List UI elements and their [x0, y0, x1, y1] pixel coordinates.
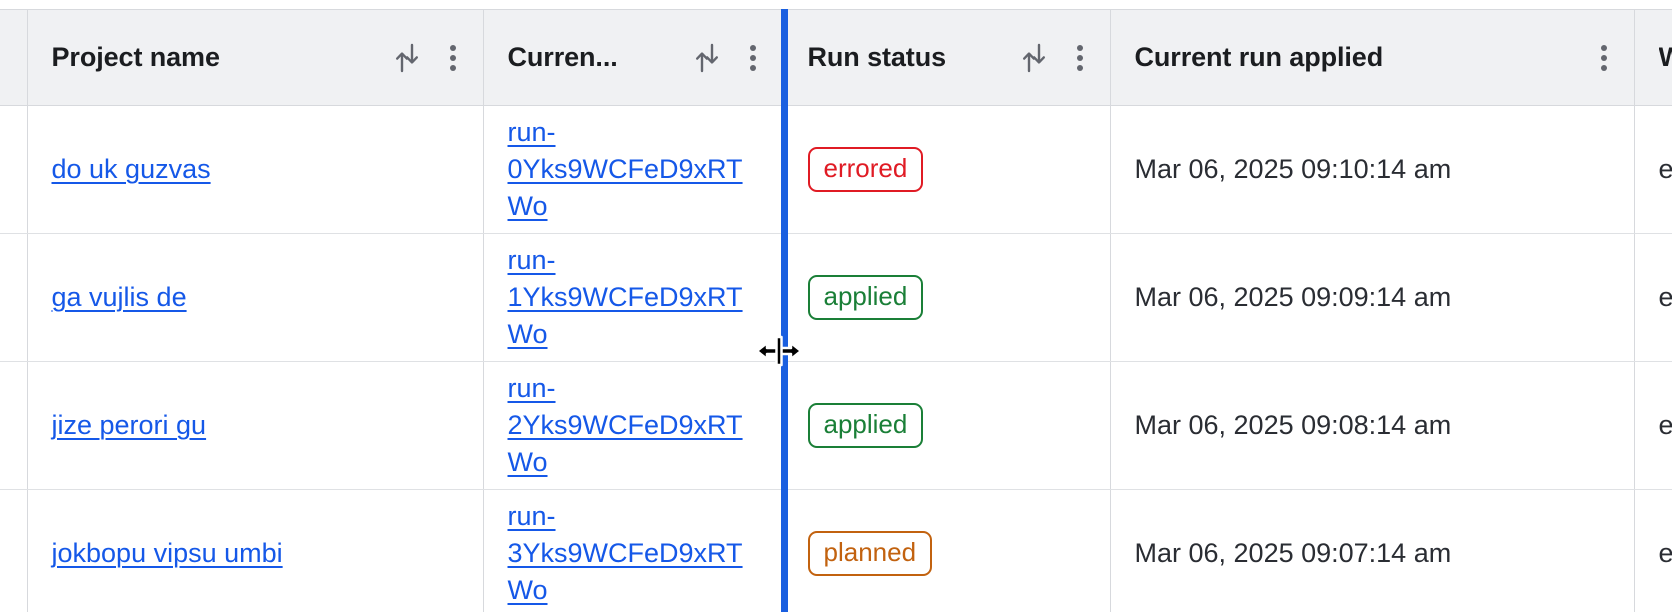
project-name-link[interactable]: do uk guzvas [51, 153, 211, 184]
cell-current-run: run-1Yks9WCFeD9xRTWo [483, 233, 784, 362]
project-name-link[interactable]: jize perori gu [51, 409, 207, 440]
current-run-link[interactable]: run-3Yks9WCFeD9xRTWo [507, 500, 743, 606]
applied-timestamp: Mar 06, 2025 09:07:14 am [1134, 538, 1452, 568]
table-row: jize perori gu run-2Yks9WCFeD9xRTWo appl… [0, 361, 1672, 490]
column-header-label-run-status: Run status [807, 42, 947, 72]
cell-project-name: jokbopu vipsu umbi [27, 489, 484, 612]
column-header-label-next-column: W [1658, 42, 1672, 72]
status-badge: planned [807, 530, 933, 577]
kebab-menu-icon[interactable] [1590, 41, 1618, 75]
project-name-link[interactable]: ga vujlis de [51, 281, 187, 312]
sort-arrows-icon[interactable] [393, 41, 421, 75]
column-header-next-column[interactable]: W [1634, 9, 1672, 106]
cell-project-name: ga vujlis de [27, 233, 484, 362]
current-run-link[interactable]: run-0Yks9WCFeD9xRTWo [507, 116, 743, 222]
applied-timestamp: Mar 06, 2025 09:08:14 am [1134, 410, 1452, 440]
project-name-link[interactable]: jokbopu vipsu umbi [51, 537, 283, 568]
kebab-menu-icon[interactable] [1066, 41, 1094, 75]
cell-run-status: errored [783, 105, 1111, 234]
cell-current-run-applied: Mar 06, 2025 09:07:14 am [1110, 489, 1635, 612]
cell-current-run-applied: Mar 06, 2025 09:09:14 am [1110, 233, 1635, 362]
header-row: Project name [0, 9, 1672, 106]
cell-current-run-applied: Mar 06, 2025 09:10:14 am [1110, 105, 1635, 234]
column-header-label-project-name: Project name [51, 42, 220, 72]
cell-next-column: e [1634, 361, 1672, 490]
current-run-link[interactable]: run-2Yks9WCFeD9xRTWo [507, 372, 743, 478]
kebab-menu-icon[interactable] [739, 41, 767, 75]
sort-arrows-icon[interactable] [693, 41, 721, 75]
kebab-menu-icon[interactable] [439, 41, 467, 75]
current-run-link[interactable]: run-1Yks9WCFeD9xRTWo [507, 244, 743, 350]
cell-next-column: e [1634, 233, 1672, 362]
cell-current-run-applied: Mar 06, 2025 09:08:14 am [1110, 361, 1635, 490]
status-badge: errored [807, 146, 924, 193]
next-column-value: e [1658, 538, 1672, 568]
applied-timestamp: Mar 06, 2025 09:10:14 am [1134, 154, 1452, 184]
column-header-current-run[interactable]: Curren... [483, 9, 784, 106]
column-header-current-run-applied[interactable]: Current run applied [1110, 9, 1635, 106]
cell-run-status: applied [783, 361, 1111, 490]
table-body: do uk guzvas run-0Yks9WCFeD9xRTWo errore… [0, 105, 1672, 612]
table-row: ga vujlis de run-1Yks9WCFeD9xRTWo applie… [0, 233, 1672, 362]
cell-run-status: applied [783, 233, 1111, 362]
projects-data-grid: Project name [0, 9, 1672, 612]
row-handle-cell[interactable] [0, 105, 28, 234]
table-row: jokbopu vipsu umbi run-3Yks9WCFeD9xRTWo … [0, 489, 1672, 612]
column-header-run-status[interactable]: Run status [783, 9, 1111, 106]
table-header: Project name [0, 9, 1672, 106]
next-column-value: e [1658, 154, 1672, 184]
cell-current-run: run-2Yks9WCFeD9xRTWo [483, 361, 784, 490]
cell-project-name: do uk guzvas [27, 105, 484, 234]
table-scroll-region[interactable]: Project name [0, 9, 1672, 612]
status-badge: applied [807, 274, 924, 321]
column-header-project-name[interactable]: Project name [27, 9, 484, 106]
applied-timestamp: Mar 06, 2025 09:09:14 am [1134, 282, 1452, 312]
row-handle-cell[interactable] [0, 361, 28, 490]
row-handle-cell[interactable] [0, 489, 28, 612]
table-row: do uk guzvas run-0Yks9WCFeD9xRTWo errore… [0, 105, 1672, 234]
row-handle-cell[interactable] [0, 233, 28, 362]
status-badge: applied [807, 402, 924, 449]
cell-current-run: run-0Yks9WCFeD9xRTWo [483, 105, 784, 234]
column-header-label-current-run-applied: Current run applied [1134, 42, 1384, 72]
cell-next-column: e [1634, 105, 1672, 234]
row-handle-header [0, 9, 28, 106]
column-header-label-current-run: Curren... [507, 42, 618, 72]
cell-project-name: jize perori gu [27, 361, 484, 490]
next-column-value: e [1658, 410, 1672, 440]
cell-current-run: run-3Yks9WCFeD9xRTWo [483, 489, 784, 612]
sort-arrows-icon[interactable] [1020, 41, 1048, 75]
next-column-value: e [1658, 282, 1672, 312]
cell-next-column: e [1634, 489, 1672, 612]
cell-run-status: planned [783, 489, 1111, 612]
